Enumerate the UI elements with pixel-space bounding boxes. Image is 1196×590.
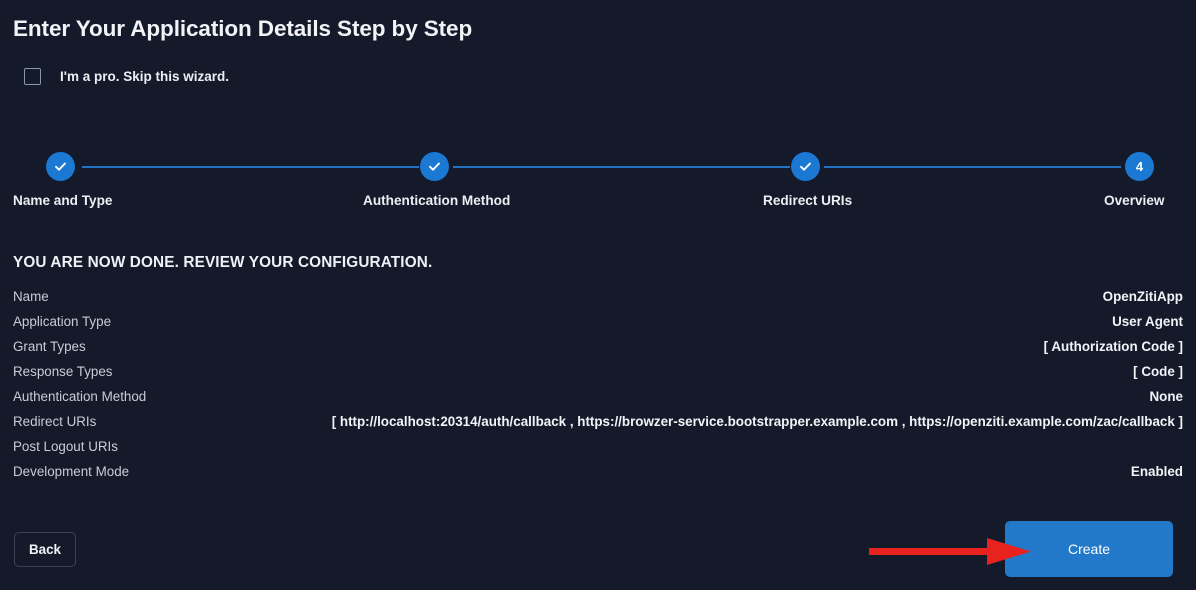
skip-wizard-checkbox[interactable] [24, 68, 41, 85]
summary-row-application-type: Application Type User Agent [13, 314, 1183, 339]
summary-value: [ http://localhost:20314/auth/callback ,… [331, 414, 1183, 429]
summary-key: Redirect URIs [13, 414, 97, 429]
step-connector-3-4 [824, 166, 1121, 168]
step-label-name-and-type: Name and Type [13, 193, 113, 208]
summary-value: [ Authorization Code ] [1043, 339, 1183, 354]
summary-row-authentication-method: Authentication Method None [13, 389, 1183, 414]
step-connector-2-3 [453, 166, 790, 168]
wizard-stepper: Name and Type Authentication Method Redi… [0, 152, 1196, 214]
summary-value: User Agent [1112, 314, 1183, 329]
summary-value: None [1149, 389, 1183, 404]
summary-row-grant-types: Grant Types [ Authorization Code ] [13, 339, 1183, 364]
step-label-authentication-method: Authentication Method [363, 193, 511, 208]
skip-wizard-row[interactable]: I'm a pro. Skip this wizard. [24, 68, 229, 85]
step-number: 4 [1135, 159, 1144, 174]
summary-row-name: Name OpenZitiApp [13, 289, 1183, 314]
summary-value: Enabled [1130, 464, 1183, 479]
step-connector-1-2 [82, 166, 419, 168]
step-label-redirect-uris: Redirect URIs [763, 193, 853, 208]
summary-row-development-mode: Development Mode Enabled [13, 464, 1183, 489]
summary-row-redirect-uris: Redirect URIs [ http://localhost:20314/a… [13, 414, 1183, 439]
step-node-name-and-type[interactable] [46, 152, 75, 181]
summary-value: OpenZitiApp [1102, 289, 1183, 304]
step-node-redirect-uris[interactable] [791, 152, 820, 181]
configuration-summary: Name OpenZitiApp Application Type User A… [13, 289, 1183, 489]
step-node-overview[interactable]: 4 [1125, 152, 1154, 181]
page-title: Enter Your Application Details Step by S… [13, 16, 473, 41]
summary-row-response-types: Response Types [ Code ] [13, 364, 1183, 389]
summary-key: Authentication Method [13, 389, 147, 404]
summary-key: Grant Types [13, 339, 86, 354]
summary-key: Post Logout URIs [13, 439, 118, 454]
check-icon [798, 159, 813, 174]
back-button[interactable]: Back [14, 532, 76, 567]
check-icon [53, 159, 68, 174]
summary-key: Development Mode [13, 464, 130, 479]
skip-wizard-label: I'm a pro. Skip this wizard. [60, 69, 229, 84]
step-label-overview: Overview [1104, 193, 1165, 208]
summary-key: Application Type [13, 314, 112, 329]
summary-row-post-logout-uris: Post Logout URIs [13, 439, 1183, 464]
summary-value: [ Code ] [1133, 364, 1183, 379]
review-heading: YOU ARE NOW DONE. REVIEW YOUR CONFIGURAT… [13, 254, 433, 271]
step-node-authentication-method[interactable] [420, 152, 449, 181]
summary-key: Name [13, 289, 49, 304]
create-button[interactable]: Create [1005, 521, 1173, 577]
summary-key: Response Types [13, 364, 113, 379]
check-icon [427, 159, 442, 174]
